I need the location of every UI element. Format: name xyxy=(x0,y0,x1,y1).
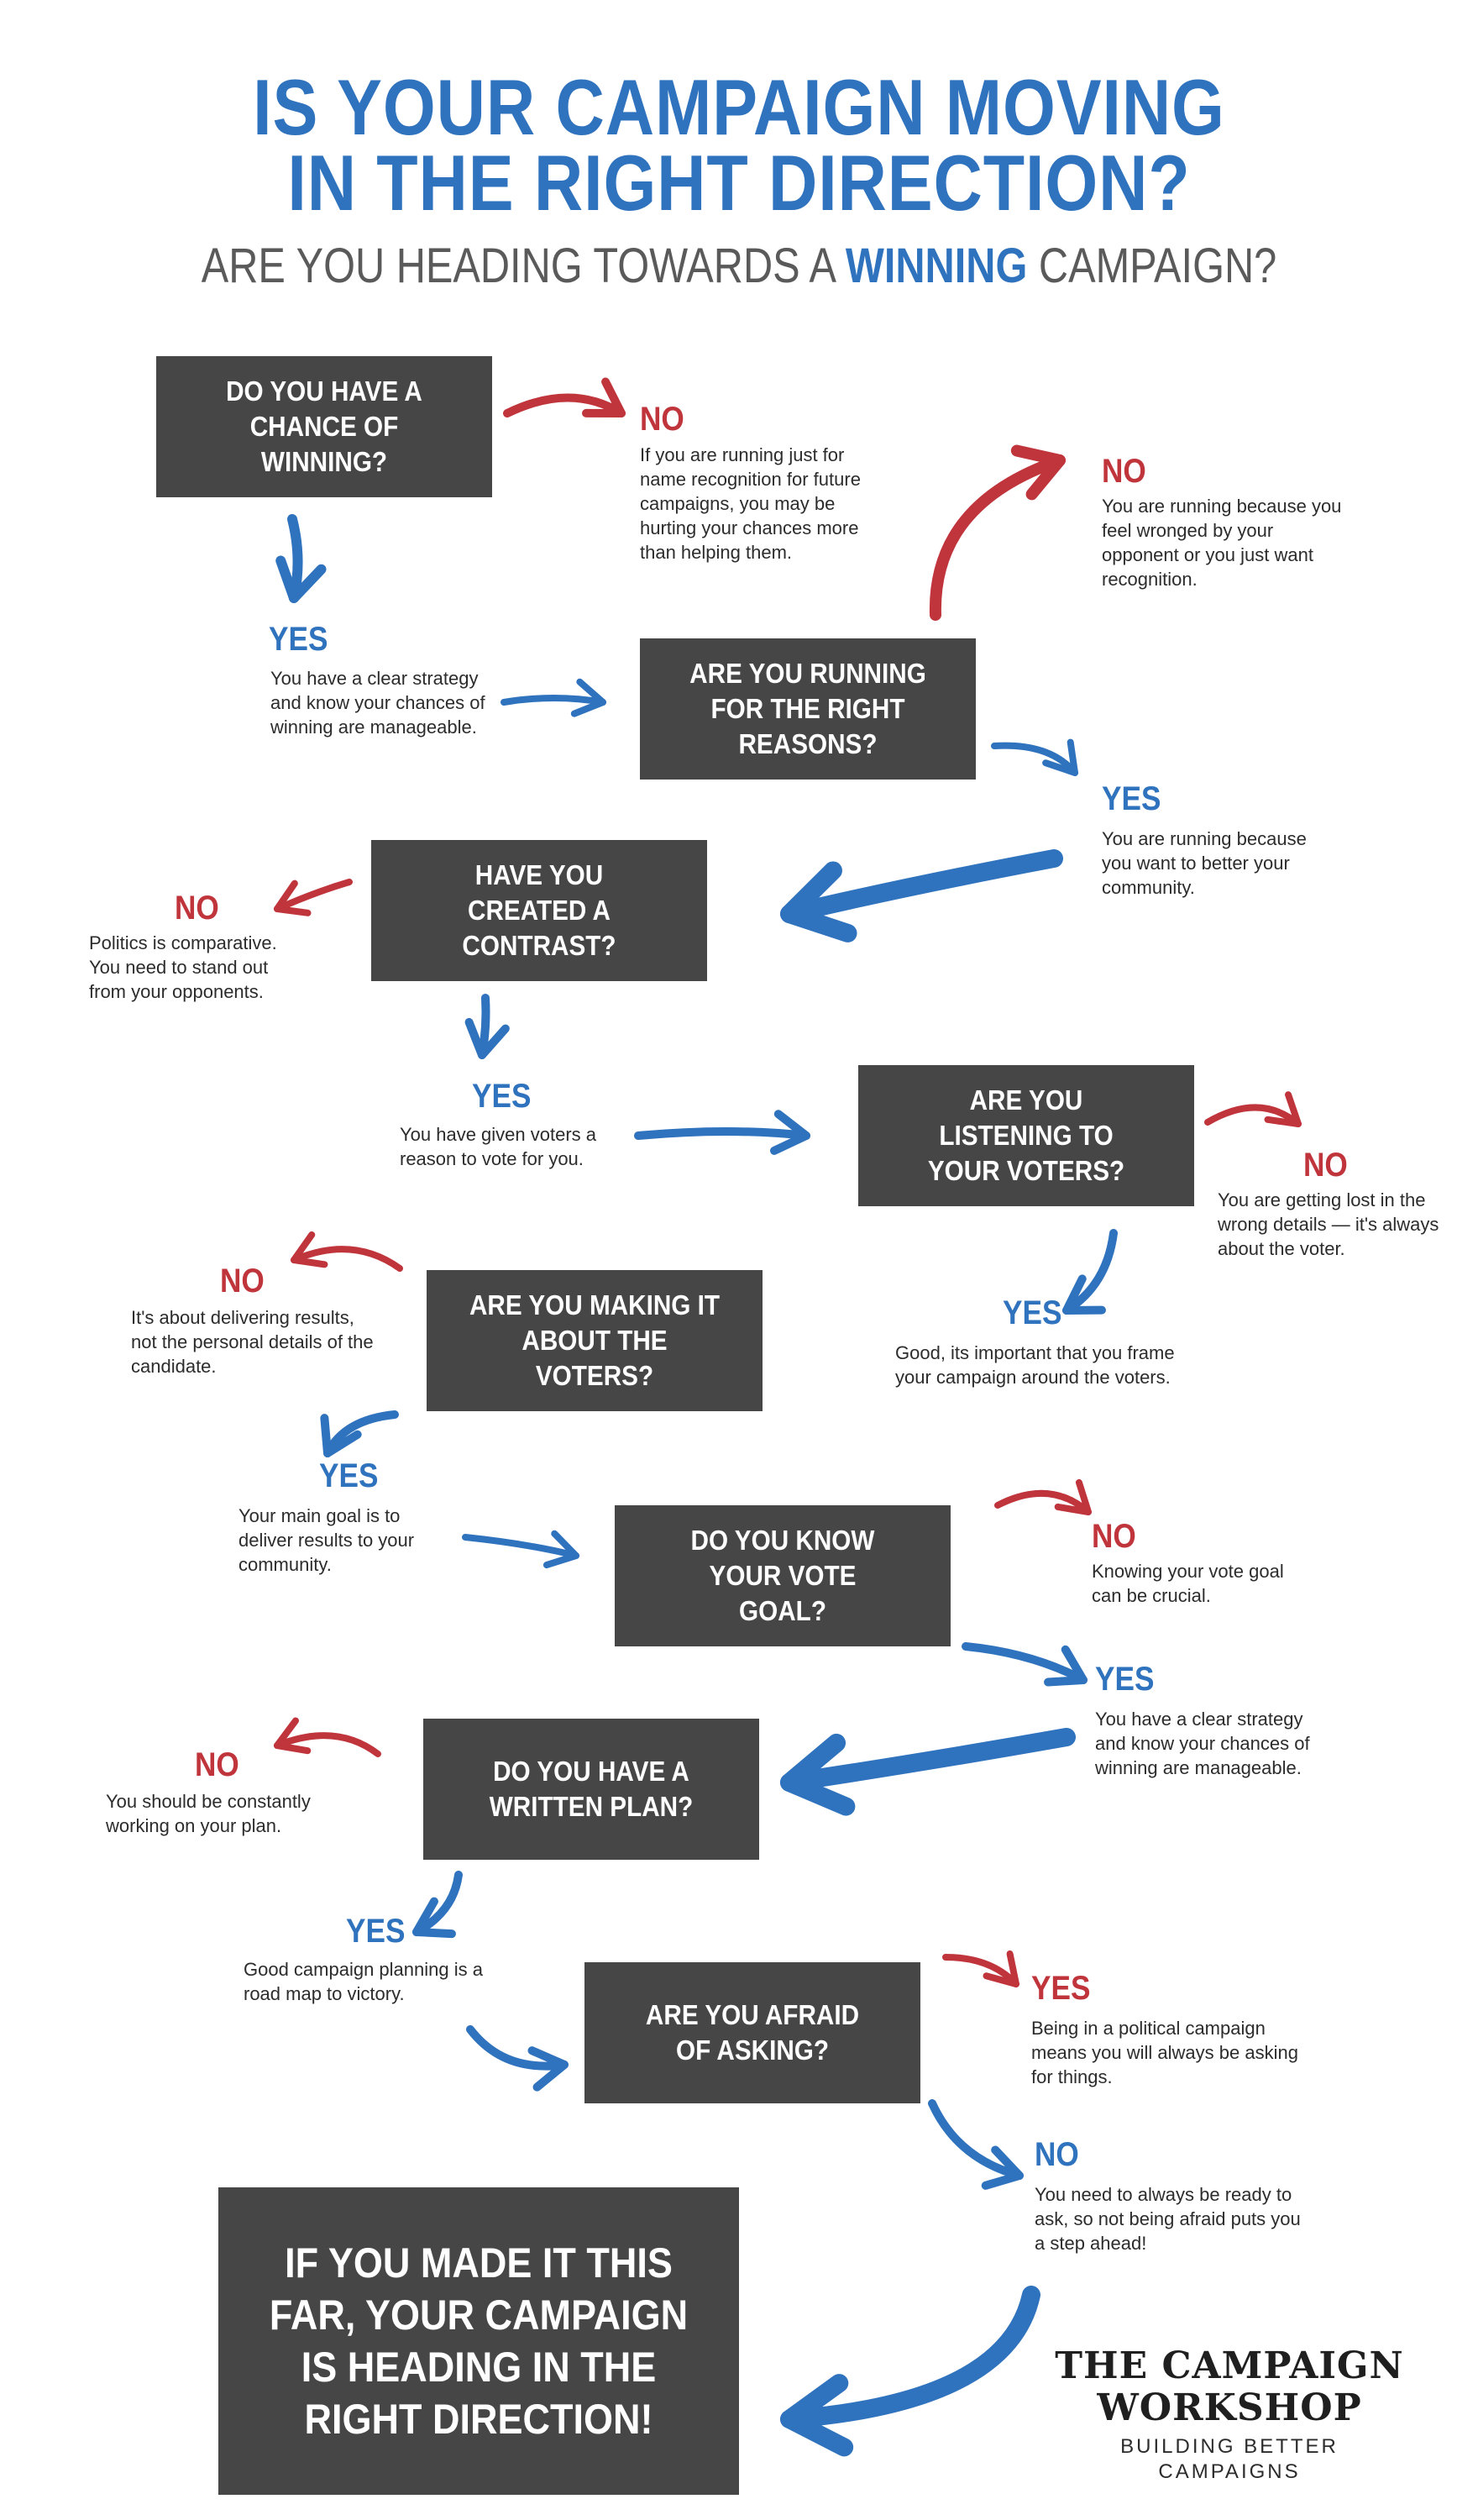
subtitle-highlight: WINNING xyxy=(845,239,1028,293)
q3-no-text: Politics is comparative. You need to sta… xyxy=(89,932,277,1002)
q2-no-text: You are running because you feel wronged… xyxy=(1102,496,1342,590)
question-box-afraid-of-asking: ARE YOU AFRAID OF ASKING? xyxy=(584,1962,920,2103)
subtitle-post: CAMPAIGN? xyxy=(1038,239,1277,293)
arrow-q1-yes xyxy=(275,514,327,603)
q1-no-label: NO xyxy=(640,401,684,438)
q4-yes-text: Good, its important that you frame your … xyxy=(895,1342,1175,1388)
question-box-right-reasons: ARE YOU RUNNING FOR THE RIGHT REASONS? xyxy=(640,638,976,780)
q3-no-label: NO xyxy=(175,890,219,927)
logo-tagline: BUILDING BETTER CAMPAIGNS xyxy=(1120,2435,1339,2483)
q7-yes-text: Good campaign planning is a road map to … xyxy=(244,1959,483,2004)
arrow-yes2-to-q3 xyxy=(780,849,1063,942)
q8-yes-text: Being in a political campaign means you … xyxy=(1031,2018,1298,2087)
final-message-box: IF YOU MADE IT THIS FAR, YOUR CAMPAIGN I… xyxy=(218,2187,739,2495)
question-text: ARE YOU RUNNING FOR THE RIGHT REASONS? xyxy=(689,658,926,759)
subtitle-pre: ARE YOU HEADING TOWARDS A xyxy=(201,239,835,293)
q7-yes-label: YES xyxy=(346,1913,406,1950)
arrow-q7-yes xyxy=(412,1871,463,1939)
q5-no-text: It's about delivering results, not the p… xyxy=(131,1307,374,1377)
final-message-text: IF YOU MADE IT THIS FAR, YOUR CAMPAIGN I… xyxy=(269,2239,689,2443)
q6-yes-label: YES xyxy=(1095,1661,1155,1698)
q2-yes-label: YES xyxy=(1102,780,1161,817)
q5-yes-text: Your main goal is to deliver results to … xyxy=(238,1505,415,1575)
question-text: ARE YOU LISTENING TO YOUR VOTERS? xyxy=(927,1084,1125,1186)
q7-no-label: NO xyxy=(195,1746,239,1783)
question-box-created-contrast: HAVE YOU CREATED A CONTRAST? xyxy=(371,840,707,981)
q3-yes-label: YES xyxy=(472,1078,532,1115)
question-text: DO YOU KNOW YOUR VOTE GOAL? xyxy=(690,1525,875,1626)
question-text: ARE YOU AFRAID OF ASKING? xyxy=(645,1999,860,2066)
question-text: DO YOU HAVE A WRITTEN PLAN? xyxy=(489,1756,694,1822)
arrow-q8-yes xyxy=(942,1950,1019,1987)
q3-yes-text: You have given voters a reason to vote f… xyxy=(400,1124,597,1169)
q8-no-text: You need to always be ready to ask, so n… xyxy=(1035,2184,1301,2254)
question-box-vote-goal: DO YOU KNOW YOUR VOTE GOAL? xyxy=(615,1505,951,1646)
q6-no-label: NO xyxy=(1092,1518,1136,1555)
arrow-q8-no xyxy=(928,2099,1024,2190)
q8-yes-label: YES xyxy=(1031,1970,1091,2007)
arrow-q7-no xyxy=(274,1717,381,1757)
q2-no-label: NO xyxy=(1102,453,1146,490)
question-text: ARE YOU MAKING IT ABOUT THE VOTERS? xyxy=(469,1289,721,1391)
q7-no-text: You should be constantly working on your… xyxy=(106,1791,311,1836)
q8-no-label: NO xyxy=(1035,2136,1079,2173)
q1-yes-label: YES xyxy=(269,621,328,658)
page-subtitle: ARE YOU HEADING TOWARDS A WINNING CAMPAI… xyxy=(118,237,1360,296)
arrow-yes6-to-q7 xyxy=(780,1728,1076,1816)
q5-yes-label: YES xyxy=(319,1457,379,1494)
q6-no-text: Knowing your vote goal can be crucial. xyxy=(1092,1561,1284,1606)
arrow-q4-no xyxy=(1204,1091,1302,1127)
page-title-line2: IN THE RIGHT DIRECTION? xyxy=(287,139,1191,227)
arrow-yes1-to-q2 xyxy=(501,678,606,717)
arrow-yes3-to-q4 xyxy=(634,1110,810,1155)
question-box-about-the-voters: ARE YOU MAKING IT ABOUT THE VOTERS? xyxy=(427,1270,763,1411)
arrow-q5-no xyxy=(291,1231,403,1272)
page-title-line1: IS YOUR CAMPAIGN MOVING xyxy=(253,63,1225,151)
q5-no-label: NO xyxy=(220,1263,265,1299)
arrow-q3-yes xyxy=(464,994,510,1059)
arrow-q2-yes xyxy=(991,738,1078,776)
logo-line1: THE CAMPAIGN xyxy=(1055,2344,1404,2387)
arrow-q2-no xyxy=(929,444,1066,621)
campaign-workshop-logo: THE CAMPAIGN WORKSHOP BUILDING BETTER CA… xyxy=(1053,2345,1406,2485)
arrow-yes7-to-q8 xyxy=(466,2025,569,2092)
question-box-chance-of-winning: DO YOU HAVE A CHANCE OF WINNING? xyxy=(156,356,492,497)
question-box-listening-to-voters: ARE YOU LISTENING TO YOUR VOTERS? xyxy=(858,1065,1194,1206)
question-text: DO YOU HAVE A CHANCE OF WINNING? xyxy=(226,375,422,477)
arrow-q3-no xyxy=(274,879,353,916)
arrow-q5-yes xyxy=(320,1410,399,1457)
q1-no-text: If you are running just for name recogni… xyxy=(640,444,861,563)
q4-no-label: NO xyxy=(1303,1147,1348,1184)
arrow-q6-yes xyxy=(962,1642,1088,1687)
q4-yes-label: YES xyxy=(1003,1294,1062,1331)
q1-yes-text: You have a clear strategy and know your … xyxy=(270,668,485,738)
q2-yes-text: You are running because you want to bett… xyxy=(1102,828,1307,898)
arrow-no8-to-final xyxy=(780,2286,1040,2457)
logo-line2: WORKSHOP xyxy=(1097,2386,1362,2429)
arrow-q4-yes xyxy=(1062,1229,1118,1315)
question-text: HAVE YOU CREATED A CONTRAST? xyxy=(462,859,616,961)
question-box-written-plan: DO YOU HAVE A WRITTEN PLAN? xyxy=(423,1719,759,1860)
q6-yes-text: You have a clear strategy and know your … xyxy=(1095,1709,1310,1778)
q4-no-text: You are getting lost in the wrong detail… xyxy=(1218,1189,1439,1259)
arrow-yes5-to-q6 xyxy=(462,1530,579,1569)
arrow-q1-no xyxy=(503,377,626,417)
arrow-q6-no xyxy=(994,1478,1092,1515)
